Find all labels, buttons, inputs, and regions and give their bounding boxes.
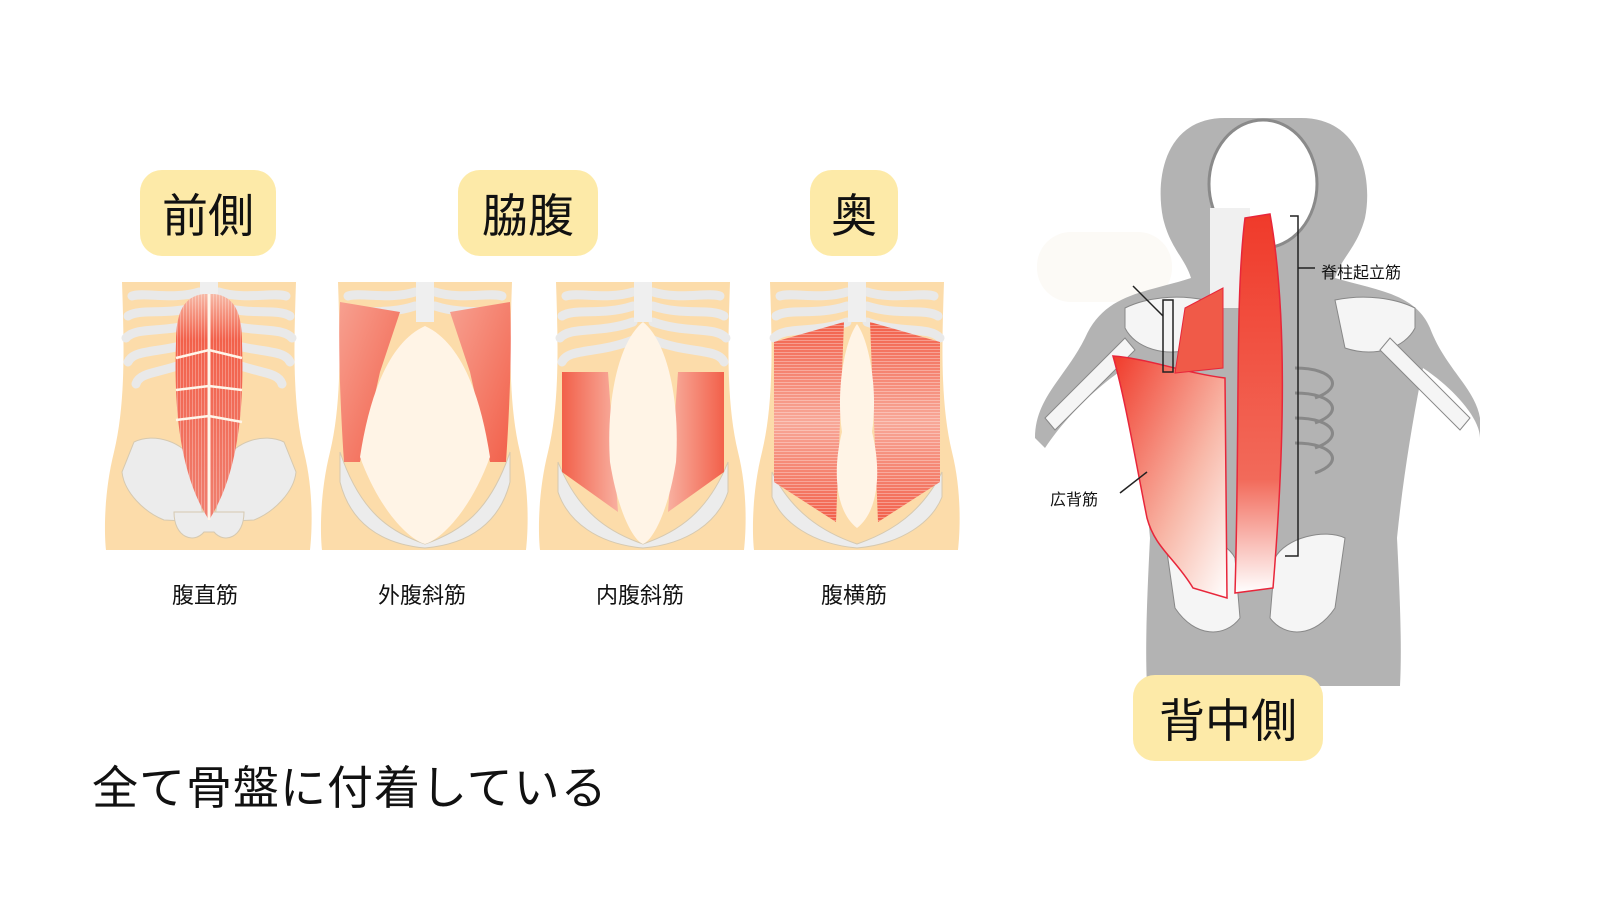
back-body-figure bbox=[1035, 118, 1480, 686]
label-erector-spinae: 脊柱起立筋 bbox=[1321, 263, 1402, 282]
tag-side-label: 脇腹 bbox=[482, 189, 574, 243]
external-oblique-illustration bbox=[320, 282, 528, 550]
tag-side: 脇腹 bbox=[458, 170, 598, 256]
caption-external-oblique: 外腹斜筋 bbox=[377, 584, 466, 609]
panel-internal-oblique bbox=[538, 282, 748, 562]
panel-transversus-abdominis bbox=[752, 282, 962, 562]
tag-deep-label: 奥 bbox=[831, 189, 877, 243]
caption-internal-oblique: 内腹斜筋 bbox=[595, 584, 684, 609]
caption-rectus-abdominis: 腹直筋 bbox=[171, 584, 238, 609]
tag-back-label: 背中側 bbox=[1159, 694, 1297, 748]
label-latissimus-dorsi: 広背筋 bbox=[1050, 490, 1099, 509]
back-muscle-illustration bbox=[1035, 118, 1480, 686]
caption-transversus-abdominis: 腹横筋 bbox=[820, 584, 887, 609]
panel-external-oblique bbox=[320, 282, 530, 562]
transversus-abdominis-illustration bbox=[752, 282, 960, 550]
tag-front: 前側 bbox=[140, 170, 276, 256]
tag-deep: 奥 bbox=[810, 170, 898, 256]
rectus-abdominis-illustration bbox=[104, 282, 312, 550]
statement-text: 全て骨盤に付着している bbox=[92, 761, 608, 815]
tag-back: 背中側 bbox=[1133, 675, 1323, 761]
panel-rectus-abdominis bbox=[104, 282, 314, 562]
internal-oblique-illustration bbox=[538, 282, 746, 550]
tag-front-label: 前側 bbox=[162, 189, 254, 243]
